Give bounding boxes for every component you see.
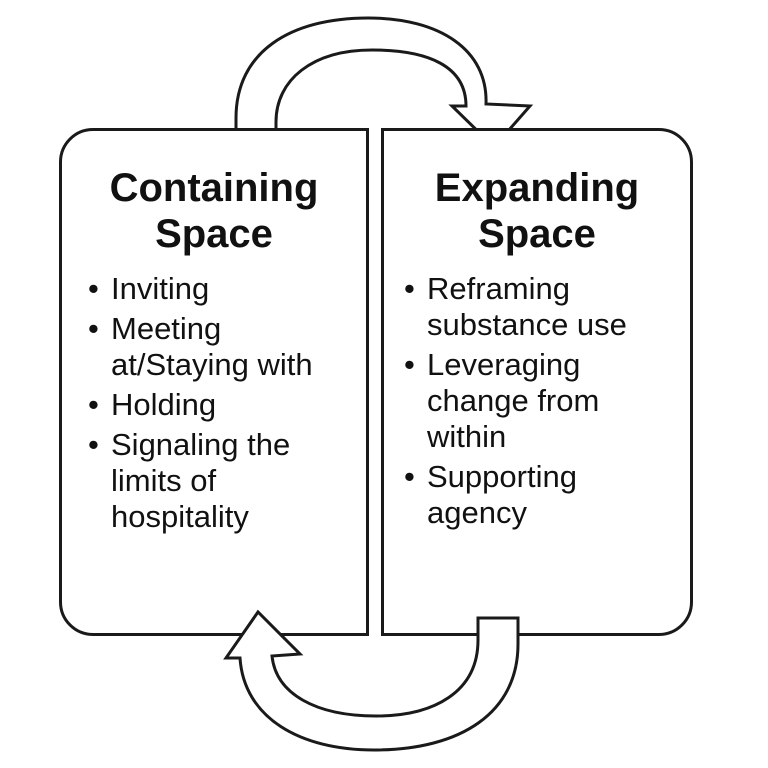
item-text: Holding [111,387,217,422]
item-text: Signaling the [111,427,291,462]
bullet: • [404,459,415,494]
containing-space-list: • Inviting • Meeting at/Staying with • H… [84,271,364,539]
expanding-space-title: Expanding Space [384,165,690,257]
item-text: hospitality [111,499,249,534]
item-text: change from [427,383,600,418]
item-text: substance use [427,307,627,342]
item-text: Reframing [427,271,570,306]
list-item: • Inviting [84,271,364,307]
bullet: • [88,311,99,346]
list-item: • Supporting agency [400,459,690,531]
containing-space-title: Containing Space [62,165,366,257]
item-text: Inviting [111,271,210,306]
item-text: within [427,419,507,454]
containing-space-panel: Containing Space • Inviting • Meeting at… [59,128,369,636]
item-text: Leveraging [427,347,581,382]
item-text: Meeting [111,311,222,346]
title-line: Expanding [434,166,640,210]
item-text: Supporting [427,459,577,494]
title-line: Containing [109,166,319,210]
item-text: agency [427,495,527,530]
expanding-space-list: • Reframing substance use • Leveraging c… [400,271,690,535]
list-item: • Meeting at/Staying with [84,311,364,383]
bottom-arrow-shape [223,609,520,752]
list-item: • Holding [84,387,364,423]
list-item: • Reframing substance use [400,271,690,343]
top-arrow-shape [234,16,534,150]
expanding-space-panel: Expanding Space • Reframing substance us… [381,128,693,636]
bullet: • [88,387,99,422]
item-text: limits of [111,463,217,498]
bullet: • [88,427,99,462]
title-line: Space [155,212,273,256]
bullet: • [404,347,415,382]
title-line: Space [478,212,596,256]
item-text: at/Staying with [111,347,313,382]
list-item: • Leveraging change from within [400,347,690,455]
bullet: • [404,271,415,306]
bullet: • [88,271,99,306]
list-item: • Signaling the limits of hospitality [84,427,364,535]
